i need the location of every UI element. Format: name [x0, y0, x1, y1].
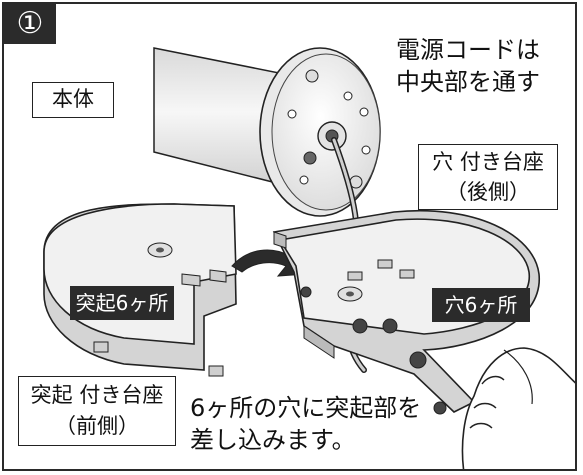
hand-illustration [461, 347, 575, 469]
protrusions-label: 突起6ヶ所 [70, 286, 174, 320]
front-base-label: 突起 付き台座 （前側） [18, 376, 176, 446]
cord-routing-note: 電源コードは 中央部を通す [396, 34, 540, 98]
holes-label: 穴6ヶ所 [432, 288, 530, 322]
cord-note-line-2: 中央部を通す [396, 68, 540, 96]
instruction-text: 6ヶ所の穴に突起部を 差し込みます。 [190, 392, 421, 456]
instruction-line-2: 差し込みます。 [190, 426, 356, 454]
front-base-label-line-2: （前側） [55, 414, 139, 438]
front-base-label-line-1: 突起 付き台座 [30, 383, 164, 407]
cord-note-line-1: 電源コードは [396, 36, 540, 64]
main-body-tube [153, 47, 381, 217]
illustration-frame: ① 本体 電源コードは 中央部を通す 穴 付き台座 （後側） 突起6ヶ所 穴6ヶ… [2, 2, 577, 471]
rear-base-label-line-2: （後側） [446, 180, 530, 204]
rear-base-label: 穴 付き台座 （後側） [418, 144, 558, 210]
instruction-line-1: 6ヶ所の穴に突起部を [190, 394, 422, 422]
step-number-badge: ① [4, 4, 56, 44]
main-body-label: 本体 [32, 82, 114, 118]
rear-base-label-line-1: 穴 付き台座 [432, 150, 544, 174]
